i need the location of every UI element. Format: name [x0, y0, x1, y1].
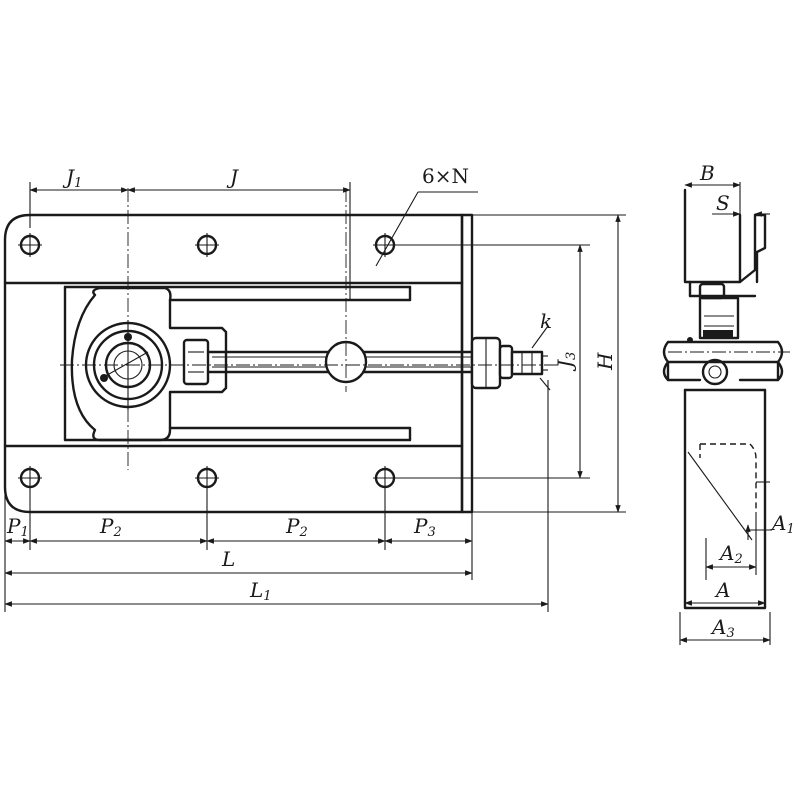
- label-l: L: [221, 547, 235, 571]
- frame-outline: [3, 213, 464, 514]
- label-p1: P1: [6, 514, 29, 540]
- front-view: [3, 188, 560, 514]
- label-k: k: [540, 309, 552, 333]
- side-dimensions: [679, 182, 772, 645]
- label-s: S: [716, 191, 730, 215]
- label-h: H: [593, 352, 617, 371]
- label-j3: J3: [553, 352, 579, 372]
- label-b: B: [699, 161, 715, 185]
- label-6xn: 6×N: [422, 164, 469, 188]
- label-a1: A1: [770, 511, 795, 537]
- label-a2: A2: [718, 541, 743, 567]
- side-view: [662, 188, 790, 610]
- label-p2-a: P2: [99, 514, 122, 540]
- label-j: J: [226, 165, 239, 189]
- mounting-holes: [18, 233, 397, 490]
- label-a: A: [714, 578, 730, 602]
- front-dimensions: [4, 182, 626, 612]
- label-p3: P3: [413, 514, 436, 540]
- dimension-labels: J1 J 6×N k J3 H P1 P2 P2 P3 L L1 B S A1 …: [6, 161, 795, 641]
- bearing-housing: [70, 286, 228, 442]
- label-a3: A3: [710, 615, 735, 641]
- label-l1: L1: [249, 578, 272, 604]
- label-j1: J1: [62, 165, 82, 191]
- label-p2-b: P2: [285, 514, 308, 540]
